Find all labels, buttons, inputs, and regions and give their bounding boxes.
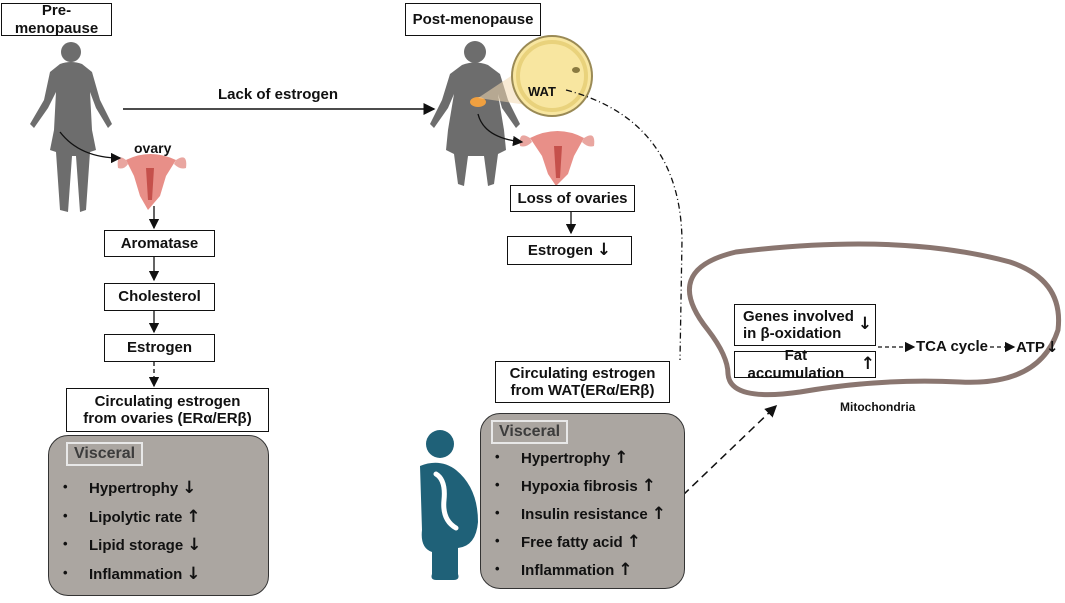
list-item: Inflammation↓ [89,564,201,584]
list-item: Free fatty acid↑ [521,532,641,552]
mitochondria-label: Mitochondria [840,400,916,414]
trend-arrow-icon: ↓ [182,478,197,498]
mitochondria-outline [687,241,1062,398]
wat-cell-icon [478,35,593,117]
genes-text-group: Genes involved in β-oxidation [743,308,854,343]
list-item: Hypoxia fibrosis↑ [521,476,656,496]
down-arrow-icon: ↓ [1045,338,1059,356]
ovary-label: ovary [134,140,172,156]
bullet-icon: • [63,507,68,523]
list-item-label: Free fatty acid [521,534,623,551]
list-item-label: Hypoxia fibrosis [521,478,638,495]
down-arrow-icon: ↓ [596,239,612,260]
list-item: Hypertrophy↓ [89,478,196,498]
bullet-icon: • [495,561,500,576]
visceral-label: Visceral [491,420,569,444]
wat-to-circulating-curve [565,89,683,361]
fat-accumulation-box: Fat accumulation ↑ [734,347,876,382]
curved-arrow [59,131,122,164]
circulating-line1: Circulating estrogen [509,364,656,382]
atp-text: ATP [1016,339,1045,356]
estrogen-text: Estrogen [527,241,593,259]
uterus-icon [519,131,595,186]
lack-of-estrogen-label: Lack of estrogen [218,86,339,103]
trend-arrow-icon: ↑ [618,560,633,580]
atp-label: ATP↓ [1016,338,1058,356]
trend-arrow-icon: ↑ [651,504,666,524]
estrogen-box: Estrogen [104,334,215,362]
woman-silhouette-icon [30,42,112,212]
fat-accumulation-text: Fat accumulation [747,347,845,382]
circulating-estrogen-wat-box: Circulating estrogen from WAT(ERα/ERβ) [495,361,670,403]
wat-label: WAT [528,84,556,99]
list-item: Lipid storage↓ [89,535,201,555]
down-arrow-icon: ↓ [857,314,873,335]
obese-figure-icon [420,430,478,580]
circulating-estrogen-ovaries-box: Circulating estrogen from ovaries (ERα/E… [66,388,269,432]
uterus-icon [117,154,187,210]
genes-line1: Genes involved [743,307,854,325]
list-item-label: Insulin resistance [521,506,648,523]
list-item-label: Lipid storage [89,537,184,554]
woman-silhouette-icon [430,41,520,186]
loss-of-ovaries-box: Loss of ovaries [510,185,635,212]
list-item: Inflammation↑ [521,560,633,580]
genes-beta-oxidation-box: Genes involved in β-oxidation ↓ [734,304,876,346]
trend-arrow-icon: ↑ [641,476,656,496]
list-item: Hypertrophy↑ [521,448,628,468]
bullet-icon: • [495,477,500,492]
curved-arrow [477,113,524,147]
trend-arrow-icon: ↓ [187,535,202,555]
circulating-line1: Circulating estrogen [94,392,241,410]
list-item-label: Inflammation [89,565,183,583]
post-menopause-label: Post-menopause [405,3,541,36]
tca-cycle-label: TCA cycle [916,338,988,355]
circulating-line2: from WAT(ERα/ERβ) [510,382,655,399]
list-item: Lipolytic rate↑ [89,507,201,527]
bullet-icon: • [63,564,68,580]
circulating-line2: from ovaries (ERα/ERβ) [83,410,252,427]
trend-arrow-icon: ↑ [186,506,201,527]
list-item-label: Hypertrophy [521,450,611,467]
bullet-icon: • [63,479,68,494]
estrogen-decrease-box: Estrogen↓ [507,236,632,265]
trend-arrow-icon: ↓ [186,563,201,584]
bullet-icon: • [63,536,68,551]
list-item-label: Lipolytic rate [89,508,183,526]
bullet-icon: • [495,505,500,520]
trend-arrow-icon: ↑ [626,532,641,552]
pre-menopause-label: Pre-menopause [1,2,112,37]
list-item-label: Inflammation [521,562,615,579]
bullet-icon: • [495,533,500,548]
up-arrow-icon: ↑ [860,353,875,374]
trend-arrow-icon: ↑ [614,448,629,468]
list-item-label: Hypertrophy [89,480,179,497]
cholesterol-box: Cholesterol [104,283,215,311]
list-item: Insulin resistance↑ [521,504,666,524]
aromatase-box: Aromatase [104,230,215,257]
genes-line2: in β-oxidation [743,325,842,342]
bullet-icon: • [495,449,500,464]
visceral-label: Visceral [66,442,144,466]
